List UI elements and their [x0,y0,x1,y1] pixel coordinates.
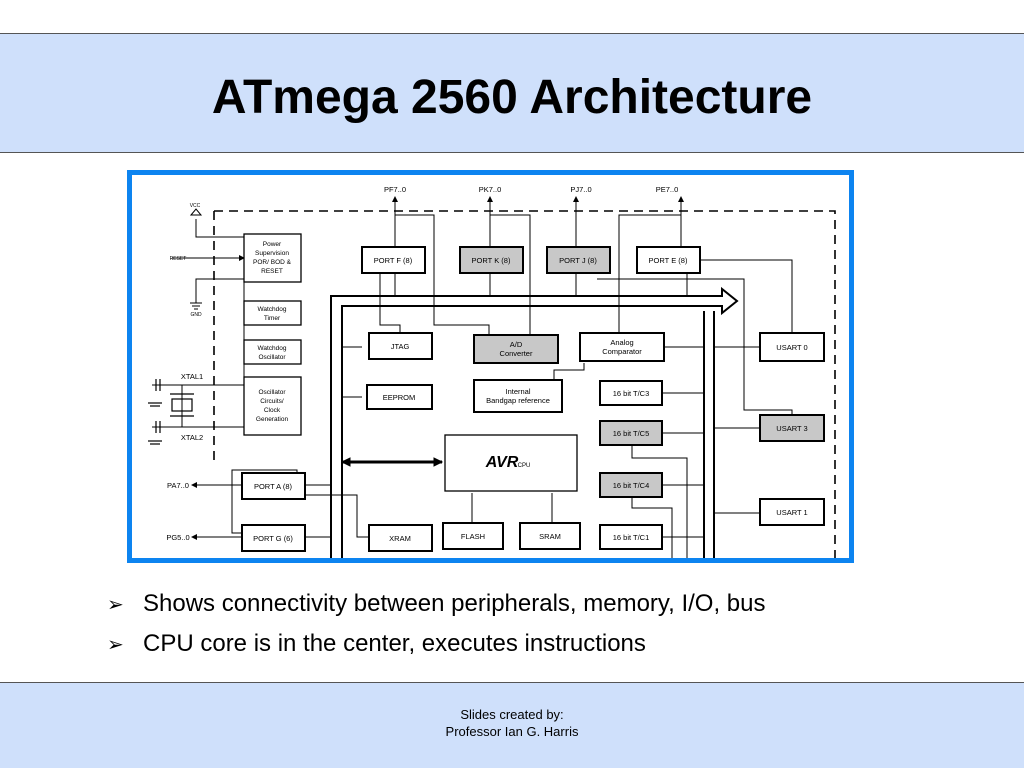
avr-logo: AVR [485,454,519,471]
block-label: 16 bit T/C4 [613,481,650,490]
block-label: Watchdog [257,306,286,313]
block-label: PORT A (8) [254,482,293,491]
pin-label-xtal1: XTAL1 [181,372,203,381]
adc-block [473,334,559,364]
block-label: Converter [500,349,533,358]
arrow-bullet-icon: ➢ [107,633,124,656]
footer-band [0,682,1024,768]
timer-tc5-block [599,420,663,446]
block-label: 16 bit T/C3 [613,389,650,398]
block-label: PORT G (6) [253,534,293,543]
block-label: Timer [264,315,281,322]
timer-tc1-block [599,524,663,550]
oscillator-block [243,376,302,436]
block-label: PORT K (8) [472,256,511,265]
block-label: Generation [256,416,289,423]
eeprom-block [366,384,433,410]
block-label: Analog [610,338,633,347]
port-g-block [241,524,306,552]
pin-label-xtal2: XTAL2 [181,433,203,442]
block-label: SRAM [539,532,561,541]
block-label: Bandgap reference [486,396,550,405]
chip-boundary [214,210,836,558]
bandgap-block [473,379,563,413]
block-label: JTAG [391,342,410,351]
footer-line-1: Slides created by: [460,707,564,722]
block-label: Clock [264,407,281,414]
pin-label-pg: PG5..0 [166,533,189,542]
block-label: Watchdog [257,345,286,352]
block-label: Circuits/ [260,398,284,405]
block-label: XRAM [389,534,411,543]
block-label: RESET [261,268,283,275]
block-label: Comparator [602,347,642,356]
block-label: Oscillator [258,389,286,396]
block-label: Oscillator [258,354,286,361]
diagram-frame: PF7..0 PK7..0 PJ7..0 PE7..0 PA7..0 PG5..… [127,170,854,563]
port-f-block [361,246,426,274]
block-label: POR/ BOD & [253,259,292,266]
pin-label-pj: PJ7..0 [570,185,591,194]
vcc-icon [189,208,203,216]
block-diagram-canvas: PF7..0 PK7..0 PJ7..0 PE7..0 PA7..0 PG5..… [132,175,849,558]
pin-label-vcc: VCC [190,203,201,209]
port-k-block [459,246,524,274]
usart3-block [759,414,825,442]
port-e-block [636,246,701,274]
block-label: Internal [505,387,530,396]
power-supervision-block [243,233,302,283]
block-diagram: PF7..0 PK7..0 PJ7..0 PE7..0 PA7..0 PG5..… [148,185,836,558]
pin-label-pk: PK7..0 [479,185,502,194]
pin-label-pe: PE7..0 [656,185,679,194]
jtag-block [368,332,433,360]
block-label: A/D [510,340,523,349]
pin-label-reset: RESET [170,256,187,262]
pin-label-pa: PA7..0 [167,481,189,490]
block-label: Supervision [255,250,289,257]
block-label: PORT F (8) [374,256,413,265]
block-label: USART 3 [776,424,807,433]
block-label: USART 1 [776,508,807,517]
footer-credit: Slides created by: Professor Ian G. Harr… [0,706,1024,740]
arrow-bullet-icon: ➢ [107,593,124,616]
footer-line-2: Professor Ian G. Harris [445,724,579,739]
flash-block [442,522,504,550]
block-label: EEPROM [383,393,416,402]
bullet-list: ➢ Shows connectivity between peripherals… [107,584,1007,664]
watchdog-oscillator-block [243,339,302,365]
block-label: Power [263,241,282,248]
pin-label-pf: PF7..0 [384,185,406,194]
bullet-text: Shows connectivity between peripherals, … [143,590,766,617]
timer-tc3-block [599,380,663,406]
watchdog-timer-block [243,300,302,326]
crystal-icon [148,379,194,445]
data-bus [330,286,739,558]
block-label: PORT J (8) [559,256,597,265]
analog-comparator-block [579,332,665,362]
cpu-block [444,434,578,492]
bullet-item: ➢ Shows connectivity between peripherals… [107,584,1007,624]
pin-label-gnd: GND [190,312,202,318]
usart1-block [759,498,825,526]
block-label: 16 bit T/C5 [613,429,650,438]
block-label: 16 bit T/C1 [613,533,650,542]
port-j-block [546,246,611,274]
ground-icon [190,302,202,310]
xram-block [368,524,433,552]
slide-title: ATmega 2560 Architecture [211,71,813,124]
usart0-block [759,332,825,362]
block-label: USART 0 [776,343,807,352]
timer-tc4-block [599,472,663,498]
sram-block [519,522,581,550]
port-a-block [241,472,306,500]
block-label: FLASH [461,532,485,541]
cpu-label: CPU [518,463,531,469]
block-label: PORT E (8) [649,256,688,265]
bullet-text: CPU core is in the center, executes inst… [143,630,646,657]
title-band [0,33,1024,153]
bullet-item: ➢ CPU core is in the center, executes in… [107,624,1007,664]
